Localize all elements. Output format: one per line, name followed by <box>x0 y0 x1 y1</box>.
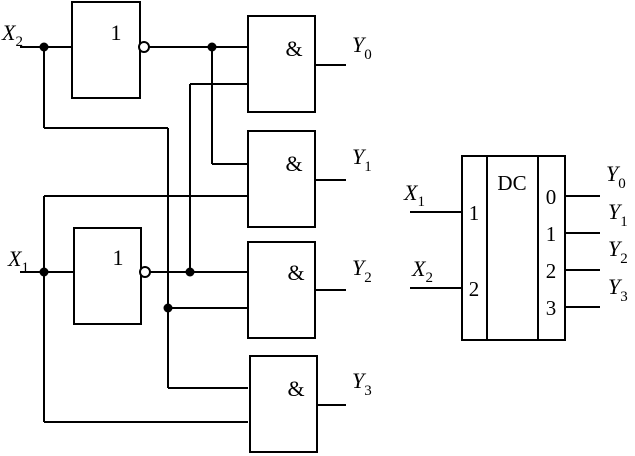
and-symbol: & <box>285 151 302 176</box>
output-label-y0: Y0 <box>352 32 372 63</box>
inverter-x2: 1 <box>71 1 150 99</box>
and-symbol: & <box>287 260 304 285</box>
input-label-x1: X1 <box>7 246 29 276</box>
and-gate-y3: & <box>249 355 318 453</box>
and-symbol: & <box>285 36 302 61</box>
output-label-y2: Y2 <box>352 255 372 286</box>
decoder-output-label-y0: Y0 <box>606 161 626 192</box>
decoder-output-pin: 0 <box>546 185 557 209</box>
junction-dots <box>39 42 217 313</box>
decoder-output-pin: 1 <box>546 222 557 246</box>
and-gate-y2: & <box>247 241 316 339</box>
junction-dot <box>185 267 195 277</box>
inverter-x1: 1 <box>73 227 151 325</box>
decoder-output-pin: 2 <box>546 259 557 283</box>
output-label-y1: Y1 <box>352 144 372 175</box>
input-label-x2: X2 <box>1 20 23 50</box>
inversion-bubble <box>139 266 151 278</box>
junction-dot <box>163 303 173 313</box>
inverter-symbol: 1 <box>111 20 122 45</box>
decoder-input-pin: 1 <box>469 201 480 225</box>
output-label-y3: Y3 <box>352 368 372 399</box>
and-gate-y0: & <box>247 15 316 113</box>
inverter-symbol: 1 <box>113 245 124 270</box>
and-symbol: & <box>287 376 304 401</box>
decoder-input-pin: 2 <box>469 277 480 301</box>
junction-dot <box>39 42 49 52</box>
junction-dot <box>207 42 217 52</box>
decoder-output-label-y2: Y2 <box>608 236 628 267</box>
decoder-output-label-y3: Y3 <box>608 274 628 305</box>
and-gate-y1: & <box>247 130 316 228</box>
decoder-output-label-y1: Y1 <box>608 199 628 230</box>
decoder-input-label-x1: X1 <box>403 180 425 210</box>
decoder-block: DC 1 2 0 1 2 3 <box>461 155 566 341</box>
decoder-input-label-x2: X2 <box>411 256 433 286</box>
decoder-output-pin: 3 <box>546 296 557 320</box>
junction-dot <box>39 267 49 277</box>
circuit-wires <box>20 46 600 423</box>
decoder-title: DC <box>497 171 526 195</box>
inversion-bubble <box>138 41 150 53</box>
